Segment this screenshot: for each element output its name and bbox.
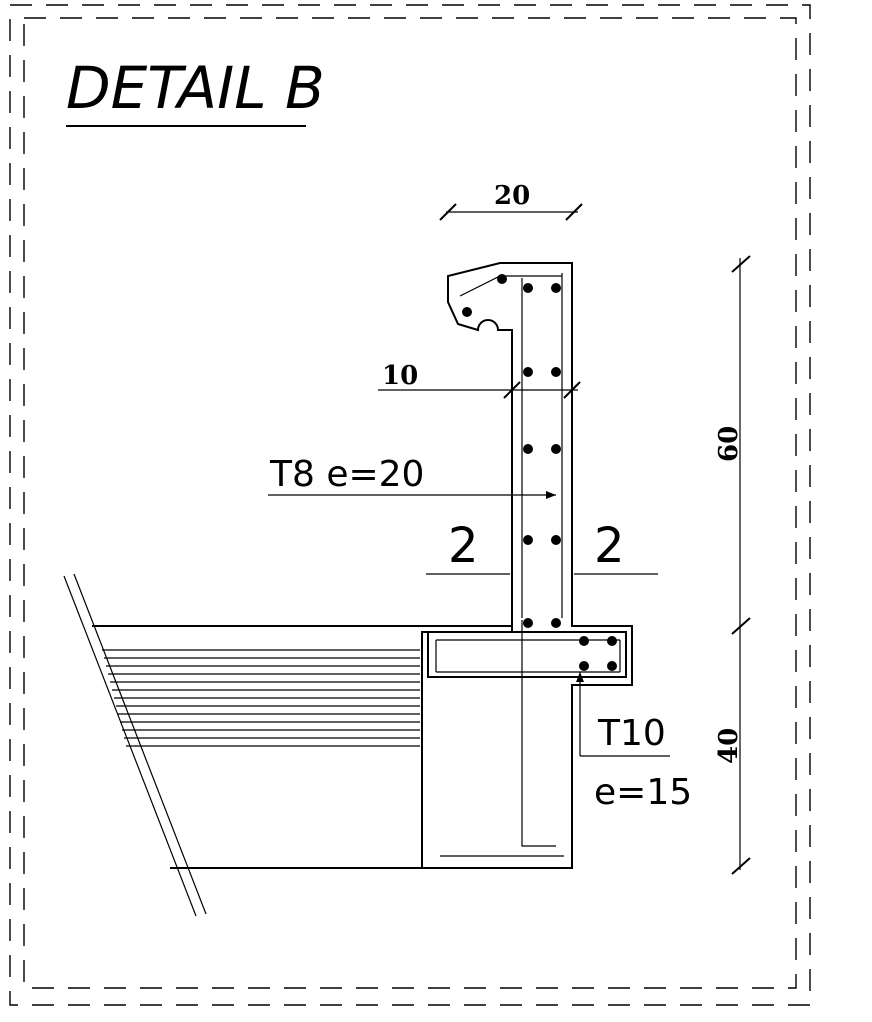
- callout-lower-rebar: T10 e=15: [576, 672, 692, 813]
- break-lines: [63, 573, 207, 917]
- callout-vertical-rebar: T8 e=20: [268, 454, 556, 499]
- section-mark-right: 2: [594, 518, 625, 574]
- dimension-label-height-upper: 60: [714, 426, 744, 462]
- dimension-label-thickness: 10: [382, 361, 418, 391]
- hatch-infill: [102, 649, 420, 747]
- sheet-border: [9, 4, 811, 1006]
- dimension-vertical: 60 40: [714, 255, 751, 875]
- title-block: DETAIL B: [66, 54, 325, 127]
- dimension-label-height-lower: 40: [714, 728, 744, 764]
- section-mark-left: 2: [448, 518, 479, 574]
- dimension-label-width-top: 20: [494, 181, 530, 211]
- dimension-width-top: 20: [439, 181, 583, 221]
- rebar-bars: [462, 274, 617, 671]
- rebar-label-lower-line2: e=15: [594, 772, 692, 813]
- dimension-thickness: 10: [378, 361, 581, 399]
- concrete-outline: [92, 262, 633, 869]
- rebar-label-vertical: T8 e=20: [269, 454, 424, 495]
- title-text: DETAIL B: [66, 54, 325, 122]
- section-marks: 2 2: [426, 518, 658, 575]
- rebar-label-lower-line1: T10: [597, 713, 666, 754]
